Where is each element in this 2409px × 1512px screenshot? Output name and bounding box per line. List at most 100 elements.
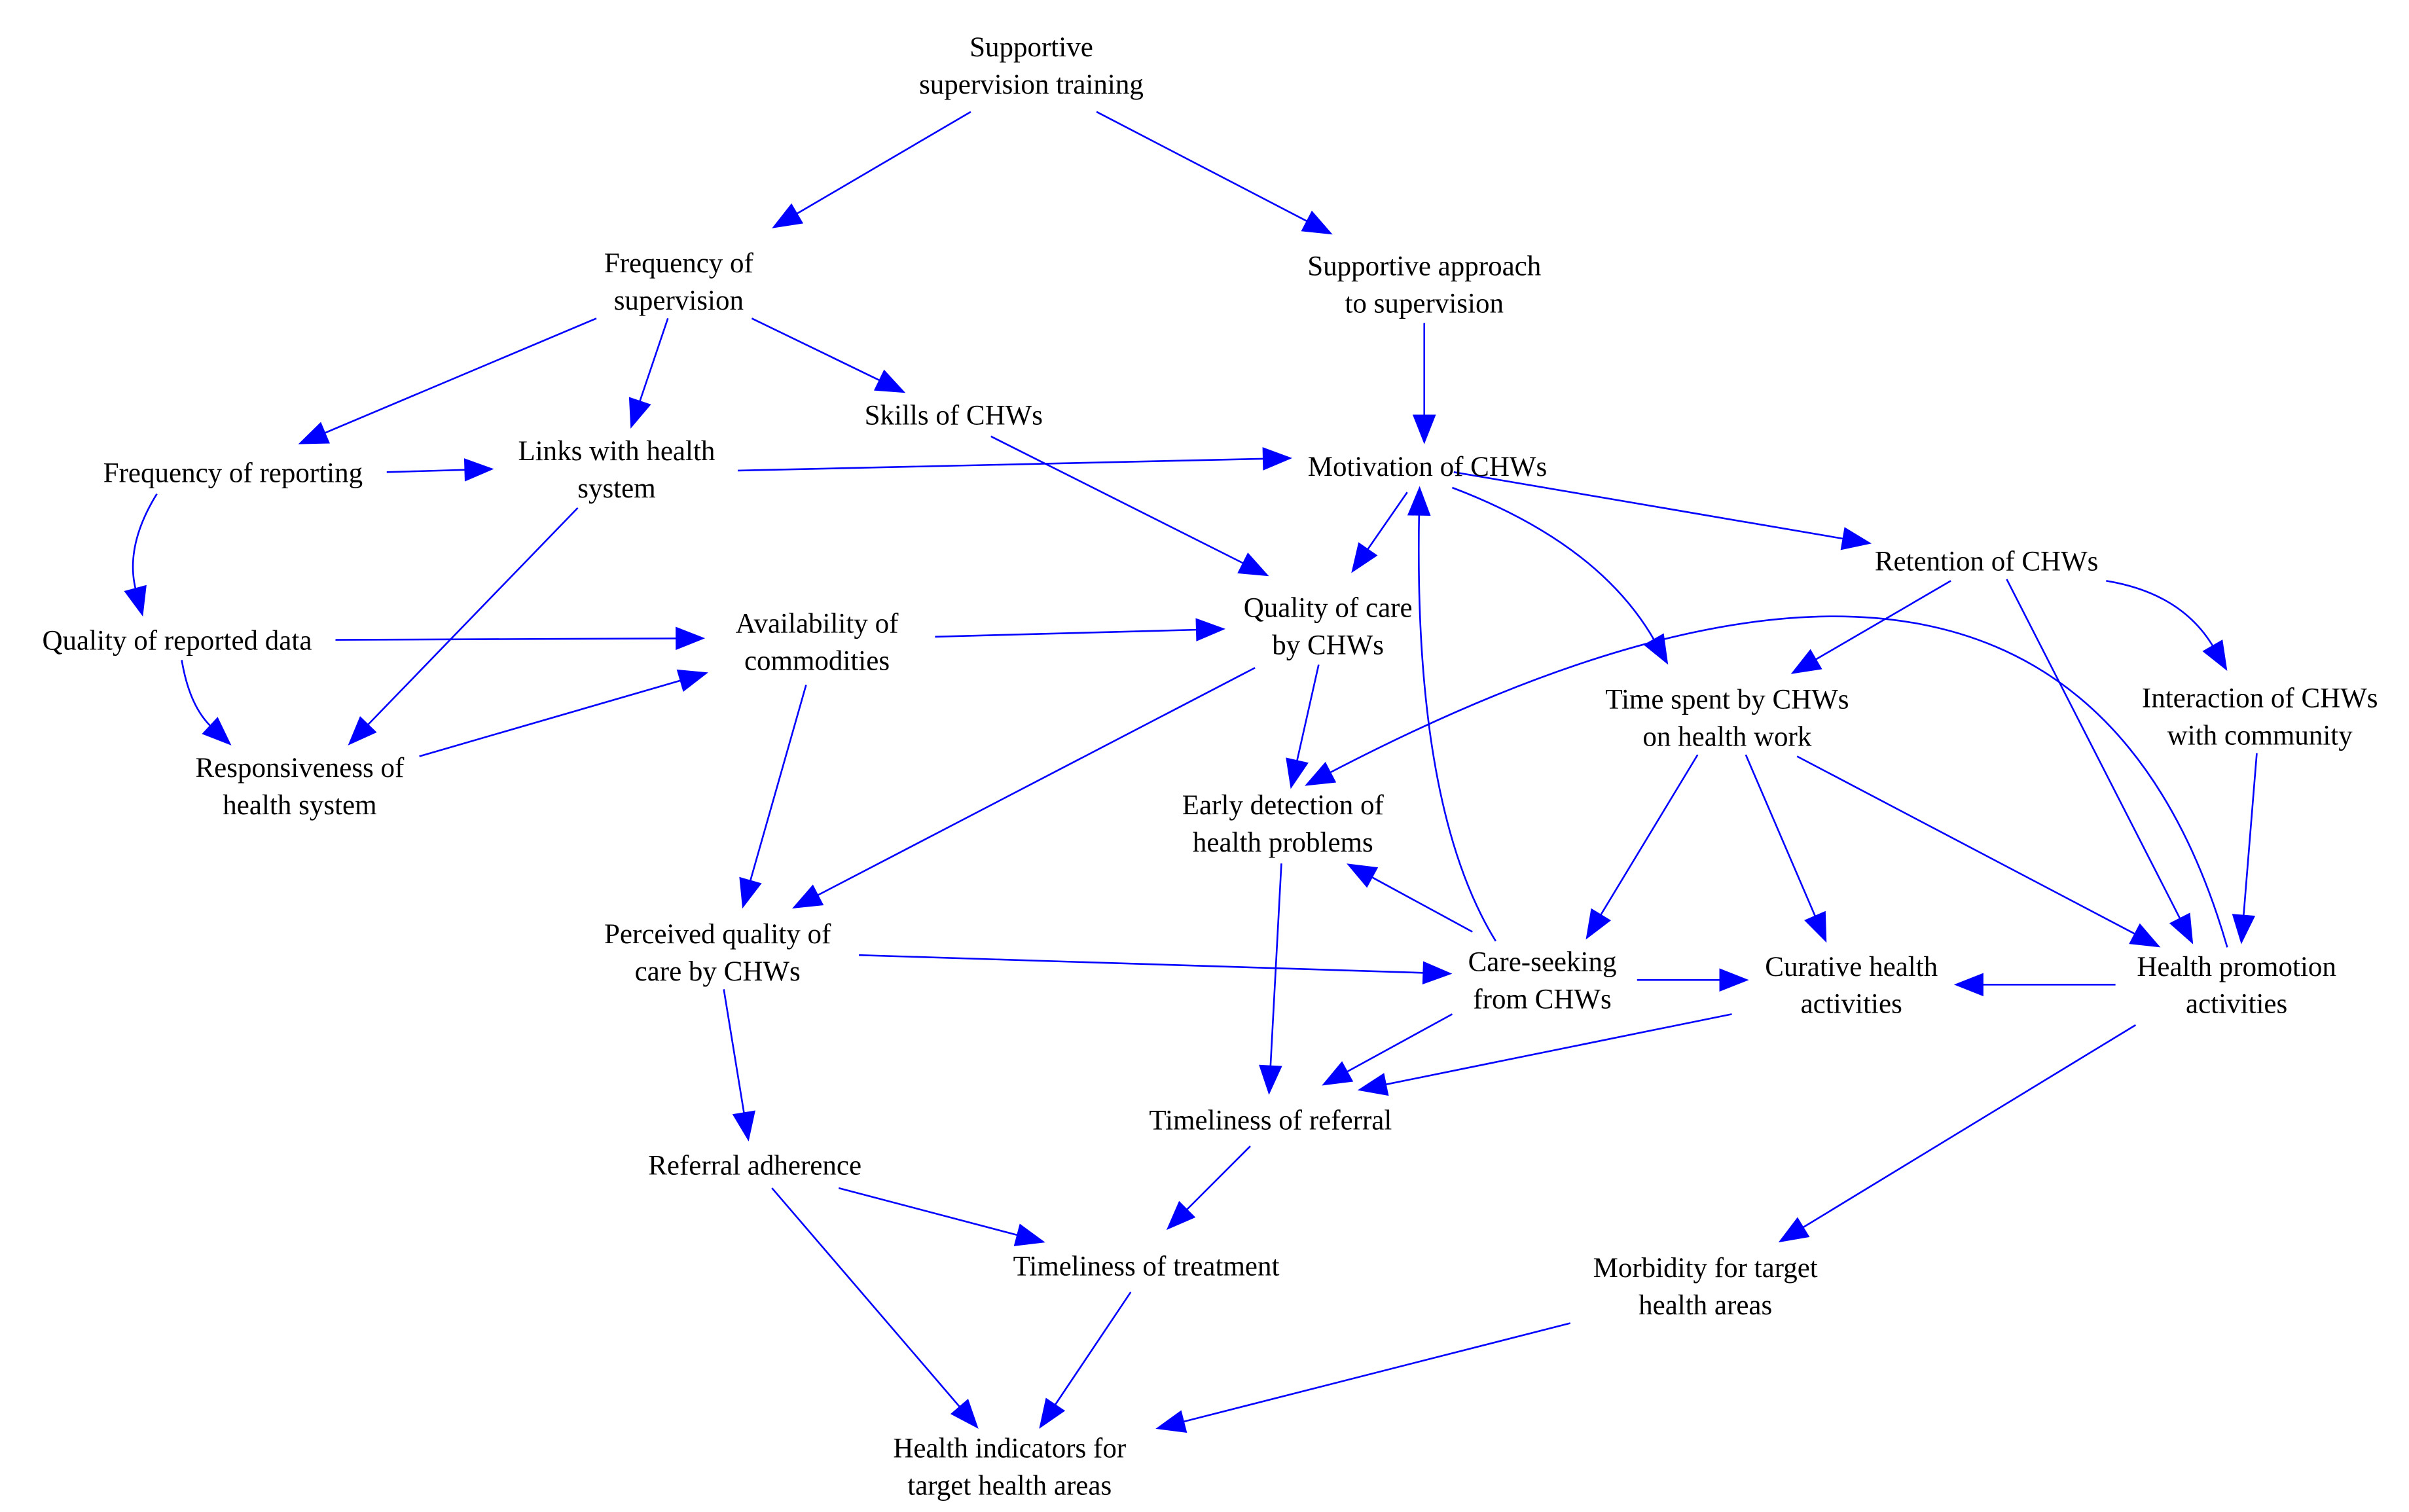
edge-quality-care-to-perceived-quality-arrowhead bbox=[792, 884, 824, 909]
node-perceived-quality-line-1: Perceived quality of bbox=[604, 919, 831, 950]
edge-responsiveness-to-availability-commodities bbox=[419, 669, 708, 757]
node-retention-chws: Retention of CHWs bbox=[1875, 547, 2099, 577]
edge-care-seeking-to-motivation-chws-line bbox=[1417, 512, 1496, 942]
edge-morbidity-to-health-indicators-arrowhead bbox=[1155, 1410, 1187, 1433]
edge-promotion-activities-to-curative-activities-arrowhead bbox=[1953, 973, 1983, 997]
edge-time-spent-to-promotion-activities-arrowhead bbox=[2129, 923, 2161, 948]
node-quality-reported-data-line-1: Quality of reported data bbox=[43, 626, 312, 657]
node-availability-commodities-line-2: commodities bbox=[744, 645, 890, 676]
edge-time-spent-to-curative-activities-line bbox=[1745, 754, 1817, 919]
node-frequency-reporting-line-1: Frequency of reporting bbox=[103, 458, 363, 488]
edge-availability-commodities-to-quality-care-line bbox=[935, 628, 1199, 638]
node-retention-chws-line-1: Retention of CHWs bbox=[1875, 547, 2099, 577]
edge-interaction-community-to-promotion-activities bbox=[2232, 753, 2258, 945]
edge-morbidity-to-health-indicators-line bbox=[1181, 1322, 1571, 1424]
edge-frequency-supervision-to-frequency-reporting-arrowhead bbox=[298, 422, 331, 444]
edge-supervision-training-to-supportive-approach-arrowhead bbox=[1301, 210, 1333, 235]
edge-timeliness-referral-to-timeliness-treatment bbox=[1166, 1145, 1251, 1231]
node-referral-adherence: Referral adherence bbox=[648, 1150, 861, 1181]
edge-frequency-supervision-to-frequency-reporting bbox=[298, 317, 597, 444]
edge-availability-commodities-to-perceived-quality bbox=[739, 684, 807, 909]
edge-frequency-supervision-to-frequency-reporting-line bbox=[322, 317, 597, 435]
node-skills-chws-line-1: Skills of CHWs bbox=[865, 401, 1043, 431]
edge-retention-chws-to-promotion-activities-arrowhead bbox=[2169, 912, 2194, 945]
node-early-detection-line-1: Early detection of bbox=[1182, 790, 1385, 821]
node-responsiveness-line-2: health system bbox=[223, 790, 376, 821]
edge-curative-activities-to-timeliness-referral-line bbox=[1383, 1013, 1732, 1086]
node-early-detection-line-2: health problems bbox=[1193, 827, 1373, 858]
edge-early-detection-to-timeliness-referral-arrowhead bbox=[1259, 1064, 1282, 1095]
edge-care-seeking-to-timeliness-referral-arrowhead bbox=[1322, 1061, 1354, 1086]
edge-early-detection-to-timeliness-referral bbox=[1259, 863, 1282, 1095]
edge-supervision-training-to-supportive-approach-line bbox=[1096, 111, 1310, 223]
node-perceived-quality-line-2: care by CHWs bbox=[635, 956, 801, 987]
node-supportive-approach-line-2: to supervision bbox=[1345, 289, 1503, 319]
edge-frequency-supervision-to-skills-chws-line bbox=[751, 317, 882, 382]
edge-frequency-reporting-to-quality-reported-data-line bbox=[132, 493, 158, 592]
edge-timeliness-treatment-to-health-indicators-arrowhead bbox=[1039, 1397, 1066, 1429]
node-interaction-community: Interaction of CHWs with community bbox=[2142, 683, 2378, 751]
edge-supervision-training-to-frequency-supervision-arrowhead bbox=[772, 203, 804, 228]
edge-availability-commodities-to-quality-care-arrowhead bbox=[1195, 618, 1226, 641]
edge-timeliness-treatment-to-health-indicators bbox=[1039, 1291, 1132, 1429]
node-perceived-quality: Perceived quality of care by CHWs bbox=[604, 919, 831, 987]
node-frequency-supervision-line-1: Frequency of bbox=[604, 248, 754, 279]
edge-frequency-reporting-to-links-health-system-line bbox=[386, 469, 468, 473]
node-time-spent-line-1: Time spent by CHWs bbox=[1605, 685, 1849, 715]
edge-quality-reported-data-to-availability-commodities-arrowhead bbox=[676, 626, 706, 651]
edge-referral-adherence-to-health-indicators bbox=[771, 1187, 979, 1429]
edge-availability-commodities-to-perceived-quality-arrowhead bbox=[739, 876, 762, 909]
node-timeliness-treatment: Timeliness of treatment bbox=[1013, 1251, 1280, 1282]
edge-frequency-supervision-to-links-health-system-line bbox=[638, 317, 669, 405]
edge-availability-commodities-to-quality-care bbox=[935, 618, 1226, 641]
edge-promotion-activities-to-early-detection-arrowhead bbox=[1305, 761, 1337, 786]
edge-quality-care-to-early-detection bbox=[1286, 664, 1320, 789]
node-timeliness-referral-line-1: Timeliness of referral bbox=[1149, 1106, 1392, 1136]
edge-links-health-system-to-responsiveness bbox=[348, 507, 579, 746]
edge-curative-activities-to-timeliness-referral-arrowhead bbox=[1357, 1073, 1389, 1096]
node-timeliness-treatment-line-1: Timeliness of treatment bbox=[1013, 1251, 1280, 1282]
edge-supportive-approach-to-motivation-chws-arrowhead bbox=[1412, 414, 1436, 444]
edge-perceived-quality-to-referral-adherence bbox=[723, 989, 755, 1142]
edge-frequency-reporting-to-quality-reported-data bbox=[124, 493, 158, 617]
edge-promotion-activities-to-curative-activities bbox=[1953, 973, 2116, 997]
edge-promotion-activities-to-morbidity bbox=[1778, 1024, 2137, 1243]
edge-skills-chws-to-quality-care-line bbox=[990, 435, 1246, 566]
node-skills-chws: Skills of CHWs bbox=[865, 401, 1043, 431]
edge-motivation-chws-to-time-spent-line bbox=[1451, 486, 1656, 643]
node-availability-commodities-line-1: Availability of bbox=[736, 608, 899, 639]
edge-retention-chws-to-interaction-community-line bbox=[2106, 580, 2215, 649]
node-availability-commodities: Availability of commodities bbox=[736, 608, 899, 676]
edge-frequency-supervision-to-links-health-system bbox=[628, 317, 669, 429]
edge-supportive-approach-to-motivation-chws bbox=[1412, 323, 1436, 444]
edge-responsiveness-to-availability-commodities-arrowhead bbox=[676, 669, 708, 693]
node-supportive-approach-line-1: Supportive approach bbox=[1307, 251, 1541, 282]
node-interaction-community-line-2: with community bbox=[2167, 720, 2353, 751]
edge-skills-chws-to-quality-care bbox=[990, 435, 1269, 577]
edge-quality-reported-data-to-responsiveness bbox=[181, 660, 232, 746]
edge-promotion-activities-to-early-detection bbox=[1305, 615, 2228, 948]
node-interaction-community-line-1: Interaction of CHWs bbox=[2142, 683, 2378, 713]
edge-care-seeking-to-early-detection-arrowhead bbox=[1347, 863, 1379, 888]
edge-motivation-chws-to-retention-chws-line bbox=[1453, 471, 1846, 540]
edge-links-health-system-to-motivation-chws-arrowhead bbox=[1262, 447, 1293, 471]
edge-supervision-training-to-supportive-approach bbox=[1096, 111, 1333, 235]
node-supportive-approach: Supportive approach to supervision bbox=[1307, 251, 1541, 319]
edge-frequency-supervision-to-skills-chws bbox=[751, 317, 906, 393]
edge-care-seeking-to-curative-activities-arrowhead bbox=[1719, 968, 1749, 992]
edge-links-health-system-to-motivation-chws bbox=[737, 447, 1293, 472]
edge-frequency-reporting-to-quality-reported-data-arrowhead bbox=[124, 585, 147, 617]
edge-promotion-activities-to-early-detection-line bbox=[1328, 615, 2228, 948]
edge-supervision-training-to-frequency-supervision bbox=[772, 111, 971, 228]
edge-time-spent-to-curative-activities bbox=[1745, 754, 1827, 943]
node-curative-activities-line-1: Curative health bbox=[1765, 952, 1938, 982]
edge-care-seeking-to-motivation-chws bbox=[1407, 486, 1496, 942]
edge-referral-adherence-to-health-indicators-arrowhead bbox=[950, 1399, 979, 1429]
edge-quality-care-to-early-detection-arrowhead bbox=[1286, 757, 1309, 789]
